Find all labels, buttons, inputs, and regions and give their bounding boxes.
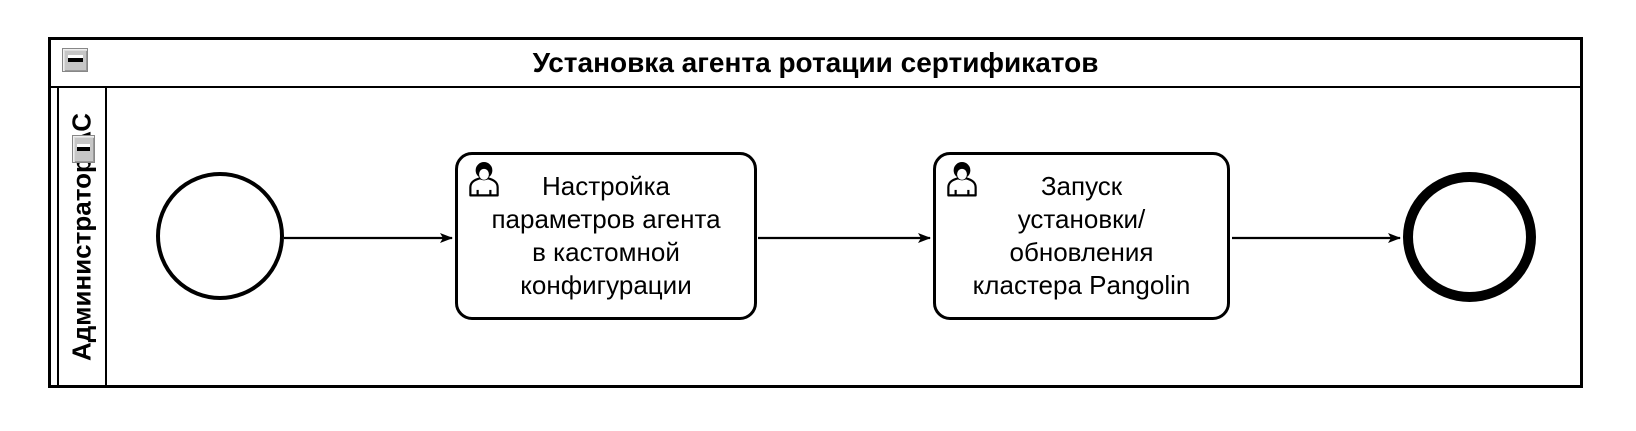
user-icon — [947, 162, 977, 197]
user-task-2[interactable]: Запуск установки/ обновления кластера Pa… — [933, 152, 1230, 320]
task-label-line: Запуск — [1040, 171, 1123, 201]
lane-label-column: Администратор АС — [57, 88, 107, 385]
pool-header: Установка агента ротации сертификатов — [51, 40, 1580, 88]
lane-collapse-button[interactable] — [72, 135, 95, 163]
start-event[interactable] — [156, 172, 284, 300]
task-label-line: обновления — [1009, 237, 1154, 267]
end-event[interactable] — [1403, 172, 1536, 302]
user-task-1[interactable]: Настройка параметров агента в кастомной … — [455, 152, 757, 320]
bpmn-pool: Установка агента ротации сертификатов Ад… — [48, 37, 1583, 388]
user-icon — [469, 162, 499, 197]
pool-collapse-button[interactable] — [62, 48, 88, 72]
pool-title: Установка агента ротации сертификатов — [532, 47, 1099, 78]
task-label-line: конфигурации — [520, 270, 692, 300]
minus-icon — [77, 147, 90, 151]
minus-icon — [67, 58, 83, 62]
task-label-line: в кастомной — [532, 237, 680, 267]
task-label-line: параметров агента — [491, 204, 721, 234]
task-label-line: кластера Pangolin — [972, 270, 1191, 300]
task-label-line: установки/ — [1017, 204, 1146, 234]
task-label-line: Настройка — [542, 171, 670, 201]
